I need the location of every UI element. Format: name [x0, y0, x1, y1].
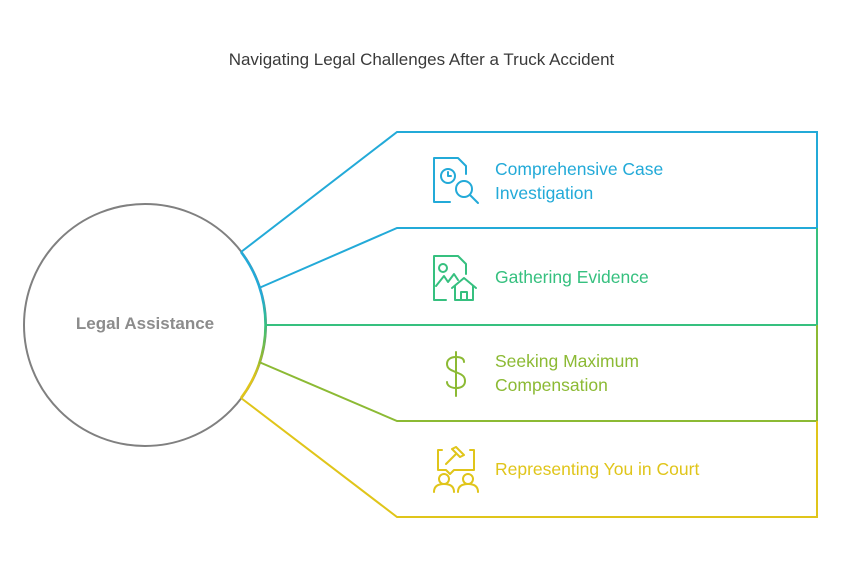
item-label-gathering-evidence: Gathering Evidence [495, 265, 649, 289]
item-label-line: Comprehensive Case [495, 159, 664, 179]
document-clock-search-icon [430, 154, 482, 206]
item-label-line: Representing You in Court [495, 459, 700, 479]
item-label-representing-in-court: Representing You in Court [495, 457, 699, 481]
band-4-outline [240, 397, 818, 518]
center-label: Legal Assistance [75, 314, 215, 333]
item-label-line: Investigation [495, 183, 594, 203]
band-3-outline [258, 325, 818, 422]
item-label-line: Compensation [495, 375, 608, 395]
item-label-line: Seeking Maximum [495, 351, 639, 371]
diagram-title: Navigating Legal Challenges After a Truc… [228, 50, 615, 69]
gavel-people-icon [430, 444, 482, 496]
band-1-outline [240, 131, 818, 289]
image-home-document-icon [430, 252, 482, 304]
dollar-sign-icon [430, 348, 482, 400]
item-label-line: Gathering Evidence [495, 267, 649, 287]
item-label-case-investigation: Comprehensive Case Investigation [495, 157, 663, 205]
item-label-maximum-compensation: Seeking Maximum Compensation [495, 349, 639, 397]
